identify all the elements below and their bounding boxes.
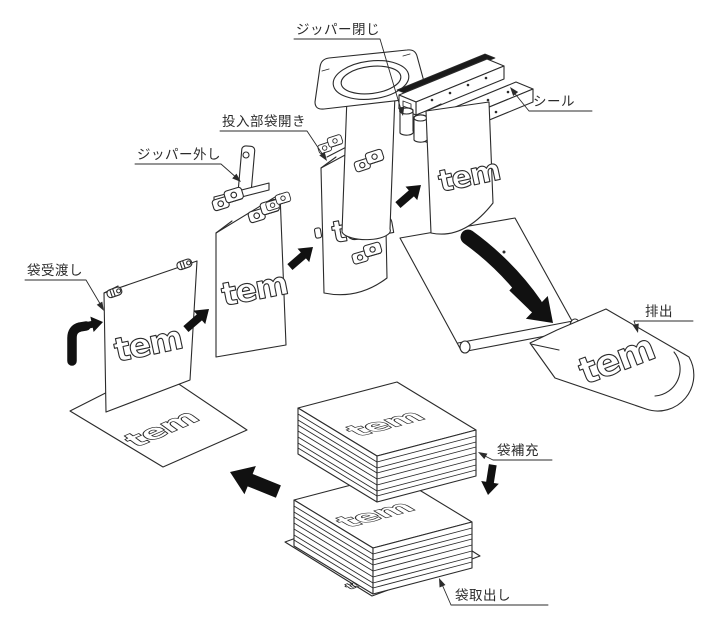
leader-line [511,89,593,112]
screw-dot [430,98,434,102]
screw-dot [494,110,498,114]
label-text: 投入部袋開き [222,114,306,130]
discharged-bag: tem [529,308,695,412]
label-text: ジッパー外し [137,147,221,163]
bag-crease [320,156,337,169]
label-bag-refill: 袋補充 [475,443,553,461]
label-discharge: 排出 [632,304,694,335]
bag-crease [425,103,442,112]
bag-magazine: tem tem tem [284,381,481,597]
station-bag-transfer: tem tem [69,257,248,468]
label-inlet-bag-open: 投入部袋開き [219,114,331,164]
leader-line [219,130,326,159]
screw-dot [486,98,490,102]
label-bag-takeout: 袋取出し [435,576,549,606]
stack-hatching [297,413,477,497]
station-zipper-remove: tem [209,145,293,358]
screw-dot [448,91,452,95]
zipper-roller-top [413,114,428,122]
leader-line [134,163,239,180]
station-bag-open-fill: tem [313,49,427,296]
bag-crease [215,220,233,234]
label-text: シール [533,94,575,110]
label-zipper-close: ジッパー閉じ [293,22,407,118]
chute-roll-end [459,340,471,354]
leader-line [293,38,403,114]
screw-dot [484,76,488,80]
label-text: 排出 [645,304,673,320]
label-text: 袋補充 [497,443,539,459]
diagram-linework: tem tem tem tem [24,22,695,606]
label-text: 袋受渡し [27,263,83,279]
leader-line [24,279,103,308]
label-seal: シール [506,84,593,112]
stack-hatching [293,505,473,589]
callout-labels: ジッパー閉じ シール 投入部袋開き ジッパー外し 袋受渡し [24,22,694,606]
bracket-hole [242,151,250,159]
bag-outline [215,193,287,358]
bag-stack-lower: tem [293,473,473,595]
flow-arrows [67,177,565,507]
bag-creases [530,343,681,397]
leader-line [440,581,549,606]
label-text: ジッパー閉じ [296,22,380,38]
funnel-mouth-inner [340,65,402,95]
funnel-mouth-outer [332,60,410,100]
chute-rolled-edge [457,320,574,344]
screw-dot [466,83,470,87]
screw-dot [502,250,506,254]
bag-outline [529,308,695,412]
label-bag-transfer: 袋受渡し [24,263,108,314]
label-zipper-remove: ジッパー外し [134,147,244,185]
clamp-nub [313,227,323,239]
bag-outline [103,260,198,413]
bag-stack-upper: tem [297,381,477,503]
screw-dot [506,90,510,94]
bag-outline [425,101,494,235]
label-text: 袋取出し [455,588,511,604]
plate-notches [321,53,411,72]
